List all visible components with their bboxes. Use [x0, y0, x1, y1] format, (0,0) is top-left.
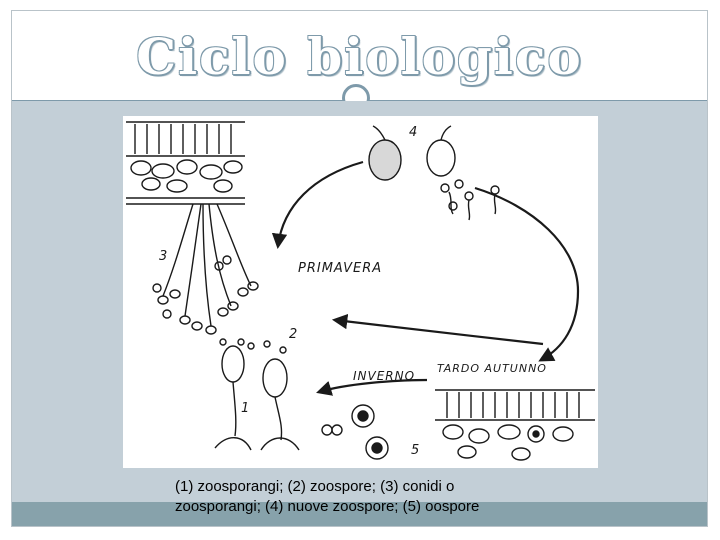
label-2: 2 [289, 327, 297, 342]
cycle-arrows [271, 160, 580, 396]
label-3: 3 [159, 249, 167, 264]
life-cycle-diagram: PRIMAVERA INVERNO TARDO AUTUNNO 1 2 3 4 … [123, 116, 598, 468]
new-zoospores [368, 125, 500, 221]
label-4: 4 [409, 125, 417, 140]
bottom-band [12, 502, 707, 526]
leaf-section-bottom [435, 389, 595, 461]
label-spring: PRIMAVERA [298, 261, 382, 276]
oospores [321, 404, 389, 460]
life-cycle-drawing: PRIMAVERA INVERNO TARDO AUTUNNO 1 2 3 4 … [126, 121, 595, 461]
label-5: 5 [411, 443, 419, 458]
label-winter: INVERNO [353, 369, 415, 383]
leaf-section-top [126, 121, 245, 205]
label-late-autumn: TARDO AUTUNNO [437, 362, 547, 375]
germinating-sporangia [214, 338, 300, 451]
slide-title: Ciclo biologico [136, 27, 583, 86]
label-1: 1 [241, 401, 249, 416]
figure-caption: (1) zoosporangi; (2) zoospore; (3) conid… [175, 478, 480, 515]
conidiophores [152, 203, 259, 335]
